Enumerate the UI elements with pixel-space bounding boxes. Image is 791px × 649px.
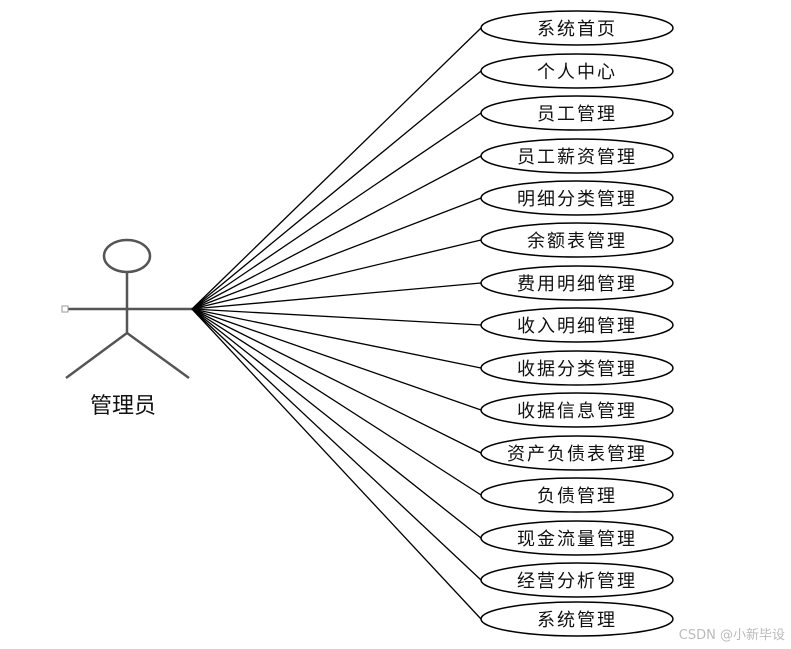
use-case-ellipse [480, 95, 674, 131]
use-case-label: 员工管理 [537, 104, 617, 125]
use-case-label: 明细分类管理 [517, 189, 637, 210]
association-line [191, 197, 482, 310]
use-case-label: 系统首页 [537, 19, 617, 40]
use-case-label: 收入明细管理 [517, 316, 637, 337]
association-line [191, 308, 482, 496]
actor-label: 管理员 [90, 394, 157, 419]
association-line [191, 308, 482, 454]
association-line [191, 308, 482, 369]
association-line [191, 70, 482, 310]
association-line [191, 112, 482, 310]
use-case-label: 费用明细管理 [517, 274, 637, 295]
use-case-label: 个人中心 [537, 62, 617, 83]
watermark: CSDN @小新毕设 [678, 628, 785, 643]
association-line [191, 155, 482, 310]
use-case-ellipse [480, 10, 674, 46]
actor-head [102, 238, 152, 274]
actor-right-leg [126, 331, 190, 380]
actor-figure [61, 238, 192, 380]
use-case-label: 余额表管理 [527, 231, 627, 252]
use-case-ellipse [480, 477, 674, 513]
use-case-label: 系统管理 [537, 610, 617, 631]
use-case-label: 员工薪资管理 [517, 147, 637, 168]
use-case-label: 负债管理 [537, 486, 617, 507]
actor-handle [61, 305, 69, 313]
use-case-label: 经营分析管理 [517, 571, 637, 592]
association-line [191, 239, 482, 310]
use-case-ellipse [480, 520, 674, 556]
association-line [191, 308, 482, 326]
association-line [191, 308, 482, 581]
use-case-ellipse [480, 392, 674, 428]
association-line [191, 308, 482, 539]
use-case-ellipse [480, 265, 674, 301]
use-case-label: 收据信息管理 [517, 401, 637, 422]
use-case-ellipse [480, 601, 674, 637]
use-case-ellipse [480, 350, 674, 386]
association-line [191, 308, 482, 411]
use-case-label: 现金流量管理 [517, 529, 637, 550]
association-line [191, 27, 482, 310]
use-case-label: 收据分类管理 [517, 359, 637, 380]
use-case-ellipse [480, 53, 674, 89]
use-case-ellipse [480, 138, 674, 174]
actor-left-leg [65, 331, 128, 380]
use-case-label: 资产负债表管理 [507, 444, 647, 465]
use-case-ellipse [480, 222, 674, 258]
use-case-ellipse [480, 435, 674, 471]
association-line [191, 282, 482, 310]
use-case-ellipse [480, 180, 674, 216]
use-case-ellipses [480, 10, 674, 637]
use-case-ellipse [480, 307, 674, 343]
use-case-ellipse [480, 562, 674, 598]
association-lines [191, 27, 482, 620]
association-line [191, 308, 482, 620]
